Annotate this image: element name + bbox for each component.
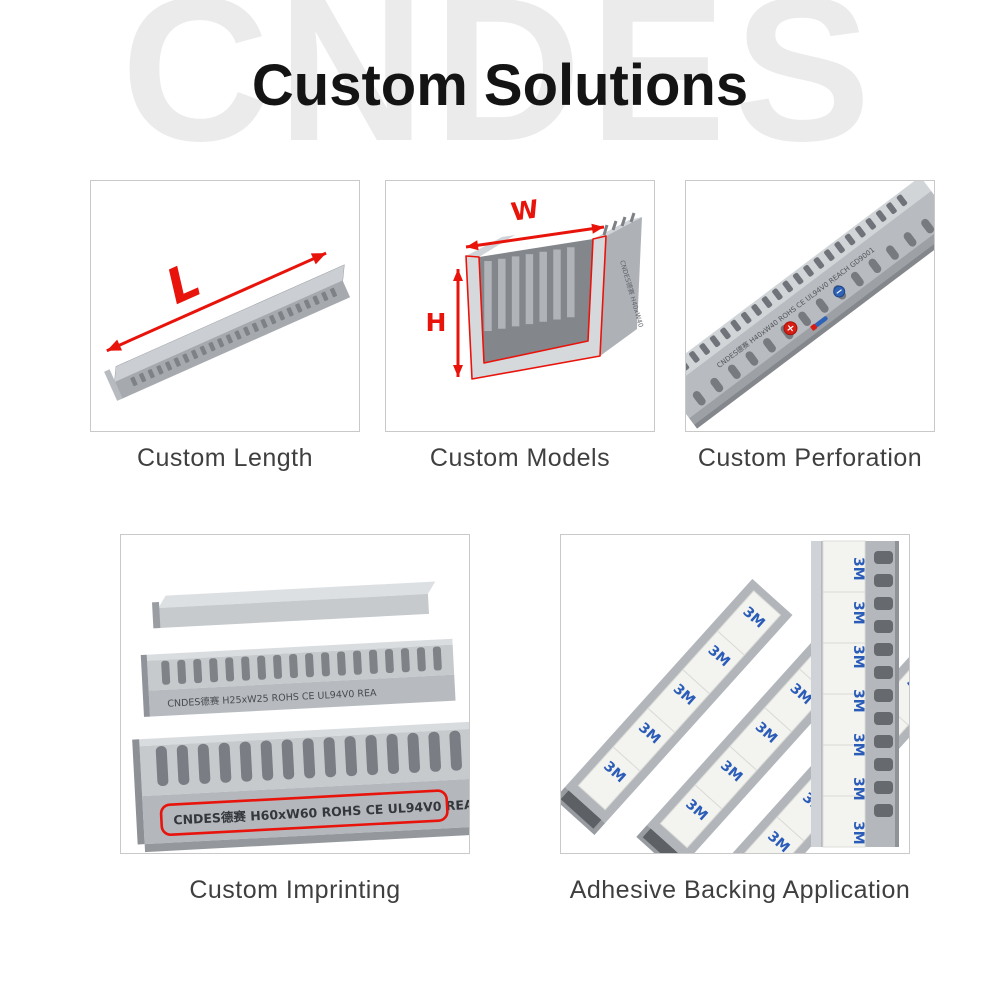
caption-custom-length: Custom Length	[136, 444, 314, 472]
interior-fingers	[484, 247, 575, 331]
duct-bottom-edge	[694, 226, 934, 429]
caption-custom-perforation: Custom Perforation	[697, 444, 923, 472]
open-end	[561, 790, 602, 829]
duct-diagonal-1: 3M 3M 3M 3M 3M	[561, 578, 793, 836]
brand-label-3m: 3M	[850, 557, 866, 581]
finger-slots-vertical	[874, 551, 893, 817]
finger-slots-front	[155, 730, 462, 787]
finger-slots	[686, 194, 908, 371]
cable-duct-perforated: CNDES德赛 H40xW40 ROHS CE UL94V0 REACH GD9…	[686, 181, 934, 429]
brand-label-3m: 3M	[850, 601, 866, 625]
adhesive-backing-illustration: 3M 3M 3M 3M 3M 3M 3M 3M 3M 3M	[561, 540, 909, 853]
custom-imprinting-illustration: CNDES德赛 H25xW25 ROHS CE UL94V0 REA CNDES…	[132, 581, 469, 853]
screw-red	[783, 321, 798, 336]
cable-duct-cross-section: CNDES德赛 H40xW40	[465, 212, 646, 380]
brand-watermark: CNDES	[121, 0, 879, 184]
panel-custom-length: L	[90, 180, 360, 432]
screw-blue-lying	[810, 316, 828, 331]
dimension-arrow-height: H	[426, 269, 463, 377]
duct-back-with-cover	[152, 581, 436, 629]
arrowhead-right	[310, 253, 327, 265]
duct-top-face	[114, 264, 345, 383]
custom-perforation-illustration: CNDES德赛 H40xW40 ROHS CE UL94V0 REACH GD9…	[686, 181, 934, 429]
dimension-label-l: L	[158, 252, 209, 316]
caption-adhesive-backing: Adhesive Backing Application	[569, 876, 911, 904]
duct-end-cap	[104, 369, 123, 401]
dimension-arrow-width: W	[465, 194, 605, 251]
adhesive-strip	[577, 590, 782, 811]
duct-middle: CNDES德赛 H25xW25 ROHS CE UL94V0 REA	[140, 638, 456, 717]
finger-slots	[130, 287, 338, 387]
red-highlight-box	[159, 789, 449, 836]
top-band-slots	[602, 212, 636, 236]
stacked-ducts: CNDES德赛 H25xW25 ROHS CE UL94V0 REA CNDES…	[132, 581, 469, 853]
custom-length-illustration: L	[104, 251, 351, 401]
panel-custom-imprinting: CNDES德赛 H25xW25 ROHS CE UL94V0 REA CNDES…	[120, 534, 470, 854]
open-end	[642, 828, 684, 853]
panel-custom-models: CNDES德赛 H40xW40 W H	[385, 180, 655, 432]
duct-outer-right-wall	[600, 217, 642, 356]
page-title: Custom Solutions	[251, 53, 749, 118]
dimension-label-w: W	[509, 194, 540, 227]
brand-label-3m: 3M	[850, 777, 866, 801]
caption-custom-imprinting: Custom Imprinting	[189, 876, 401, 904]
panel-custom-perforation: CNDES德赛 H40xW40 ROHS CE UL94V0 REACH GD9…	[685, 180, 935, 432]
duct-interior	[479, 239, 593, 363]
cable-duct-long: L	[104, 251, 351, 401]
duct-base-face	[686, 190, 934, 425]
caption-custom-models: Custom Models	[429, 444, 611, 472]
dimension-label-h: H	[426, 308, 447, 337]
brand-label-3m: 3M	[850, 733, 866, 757]
duct-profile-front-face	[465, 235, 607, 380]
arrowhead-left	[106, 339, 123, 351]
duct-front: CNDES德赛 H60xW60 ROHS CE UL94V0 REACH	[132, 721, 469, 853]
brand-label-3m: 3M	[850, 645, 866, 669]
brand-label-3m: 3M	[850, 821, 866, 845]
panel-adhesive-backing: 3M 3M 3M 3M 3M 3M 3M 3M 3M 3M	[560, 534, 910, 854]
finger-slots-middle	[161, 646, 442, 685]
brand-label-3m: 3M	[903, 674, 909, 702]
custom-models-illustration: CNDES德赛 H40xW40 W H	[426, 194, 646, 380]
brand-label-3m: 3M	[850, 689, 866, 713]
duct-vertical: 3M 3M 3M 3M 3M 3M 3M	[811, 540, 899, 848]
perforations	[692, 218, 934, 406]
screw-blue	[833, 285, 846, 298]
